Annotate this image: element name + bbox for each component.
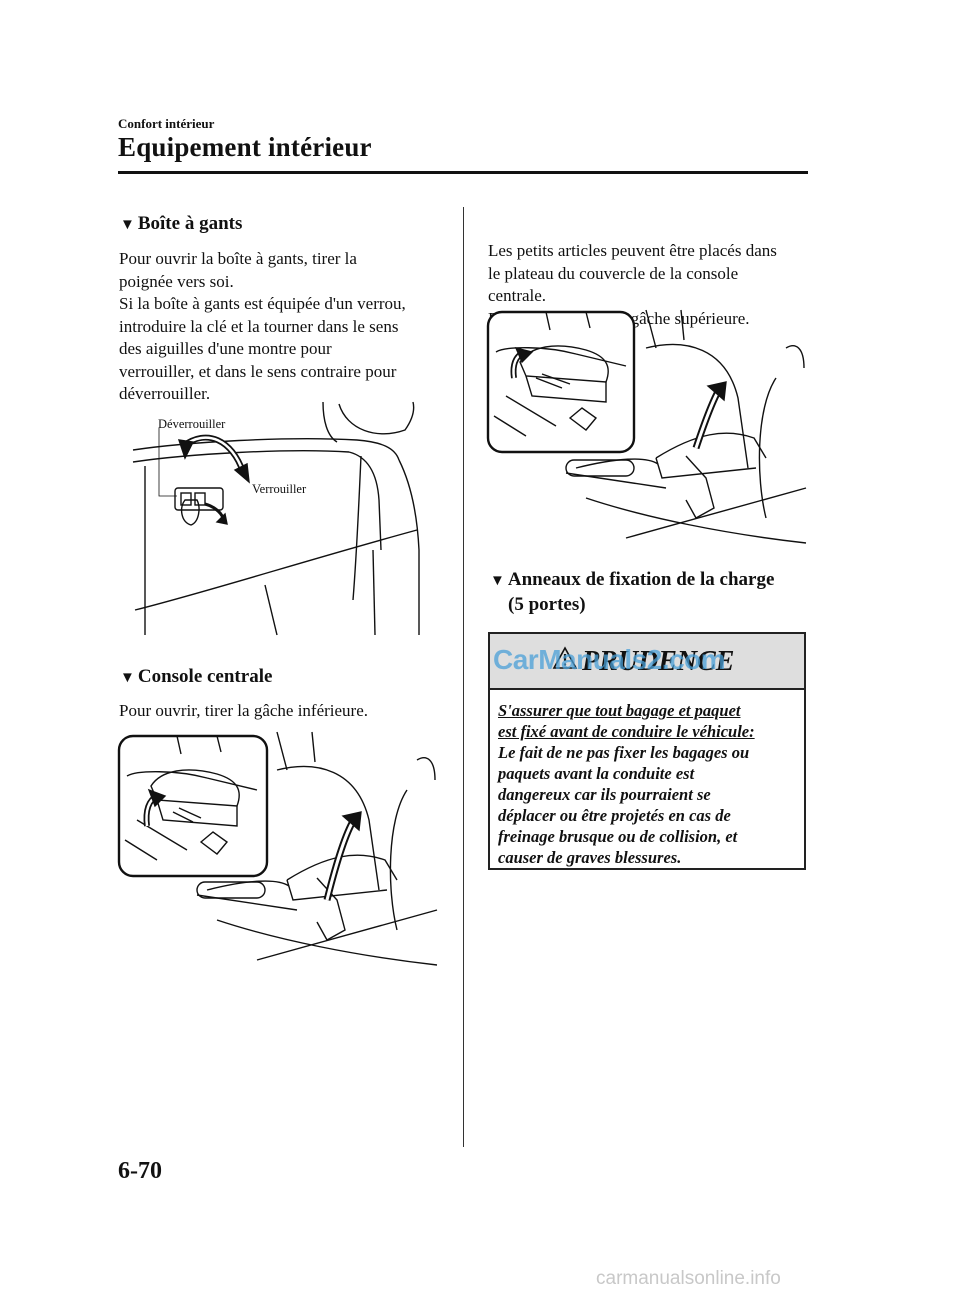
console-heading: ▼Console centrale (120, 666, 273, 687)
console-text: Pour ouvrir, tirer la gâche inférieure. (119, 701, 369, 720)
caution-underlined: S'assurer que tout bagage et paquet est … (498, 701, 755, 741)
warning-triangle-icon (552, 646, 578, 675)
tray-illustration (486, 308, 811, 548)
caution-box: PRUDENCE S'assurer que tout bagage et pa… (488, 632, 806, 870)
title-rule (118, 171, 808, 174)
rings-heading: ▼Anneaux de fixation de la charge (490, 569, 775, 590)
caution-text: Le fait de ne pas fixer les bagages ou p… (498, 743, 750, 867)
label-unlock: Déverrouiller (158, 417, 226, 431)
watermark-overlay: CarManuals2.com (493, 644, 726, 675)
caution-title: PRUDENCE (582, 646, 735, 677)
triangle-marker-icon: ▼ (120, 670, 135, 686)
rings-heading-sub: (5 portes) (508, 594, 586, 615)
triangle-marker-icon: ▼ (120, 217, 135, 233)
section-label: Confort intérieur (118, 116, 215, 131)
tray-text: Les petits articles peuvent être placés … (488, 241, 777, 328)
caution-header: PRUDENCE (490, 634, 804, 690)
console-illustration (117, 730, 442, 970)
label-lock: Verrouiller (252, 482, 307, 496)
caution-body: S'assurer que tout bagage et paquet est … (490, 690, 804, 868)
page-title: Equipement intérieur (118, 132, 372, 162)
column-divider (463, 207, 464, 1147)
glovebox-heading: ▼Boîte à gants (120, 213, 243, 234)
footer-watermark: carmanualsonline.info (596, 1268, 781, 1289)
page-number: 6-70 (118, 1158, 162, 1184)
glovebox-text: Pour ouvrir la boîte à gants, tirer la p… (119, 249, 406, 403)
glovebox-illustration (127, 400, 427, 645)
triangle-marker-icon: ▼ (490, 573, 505, 589)
